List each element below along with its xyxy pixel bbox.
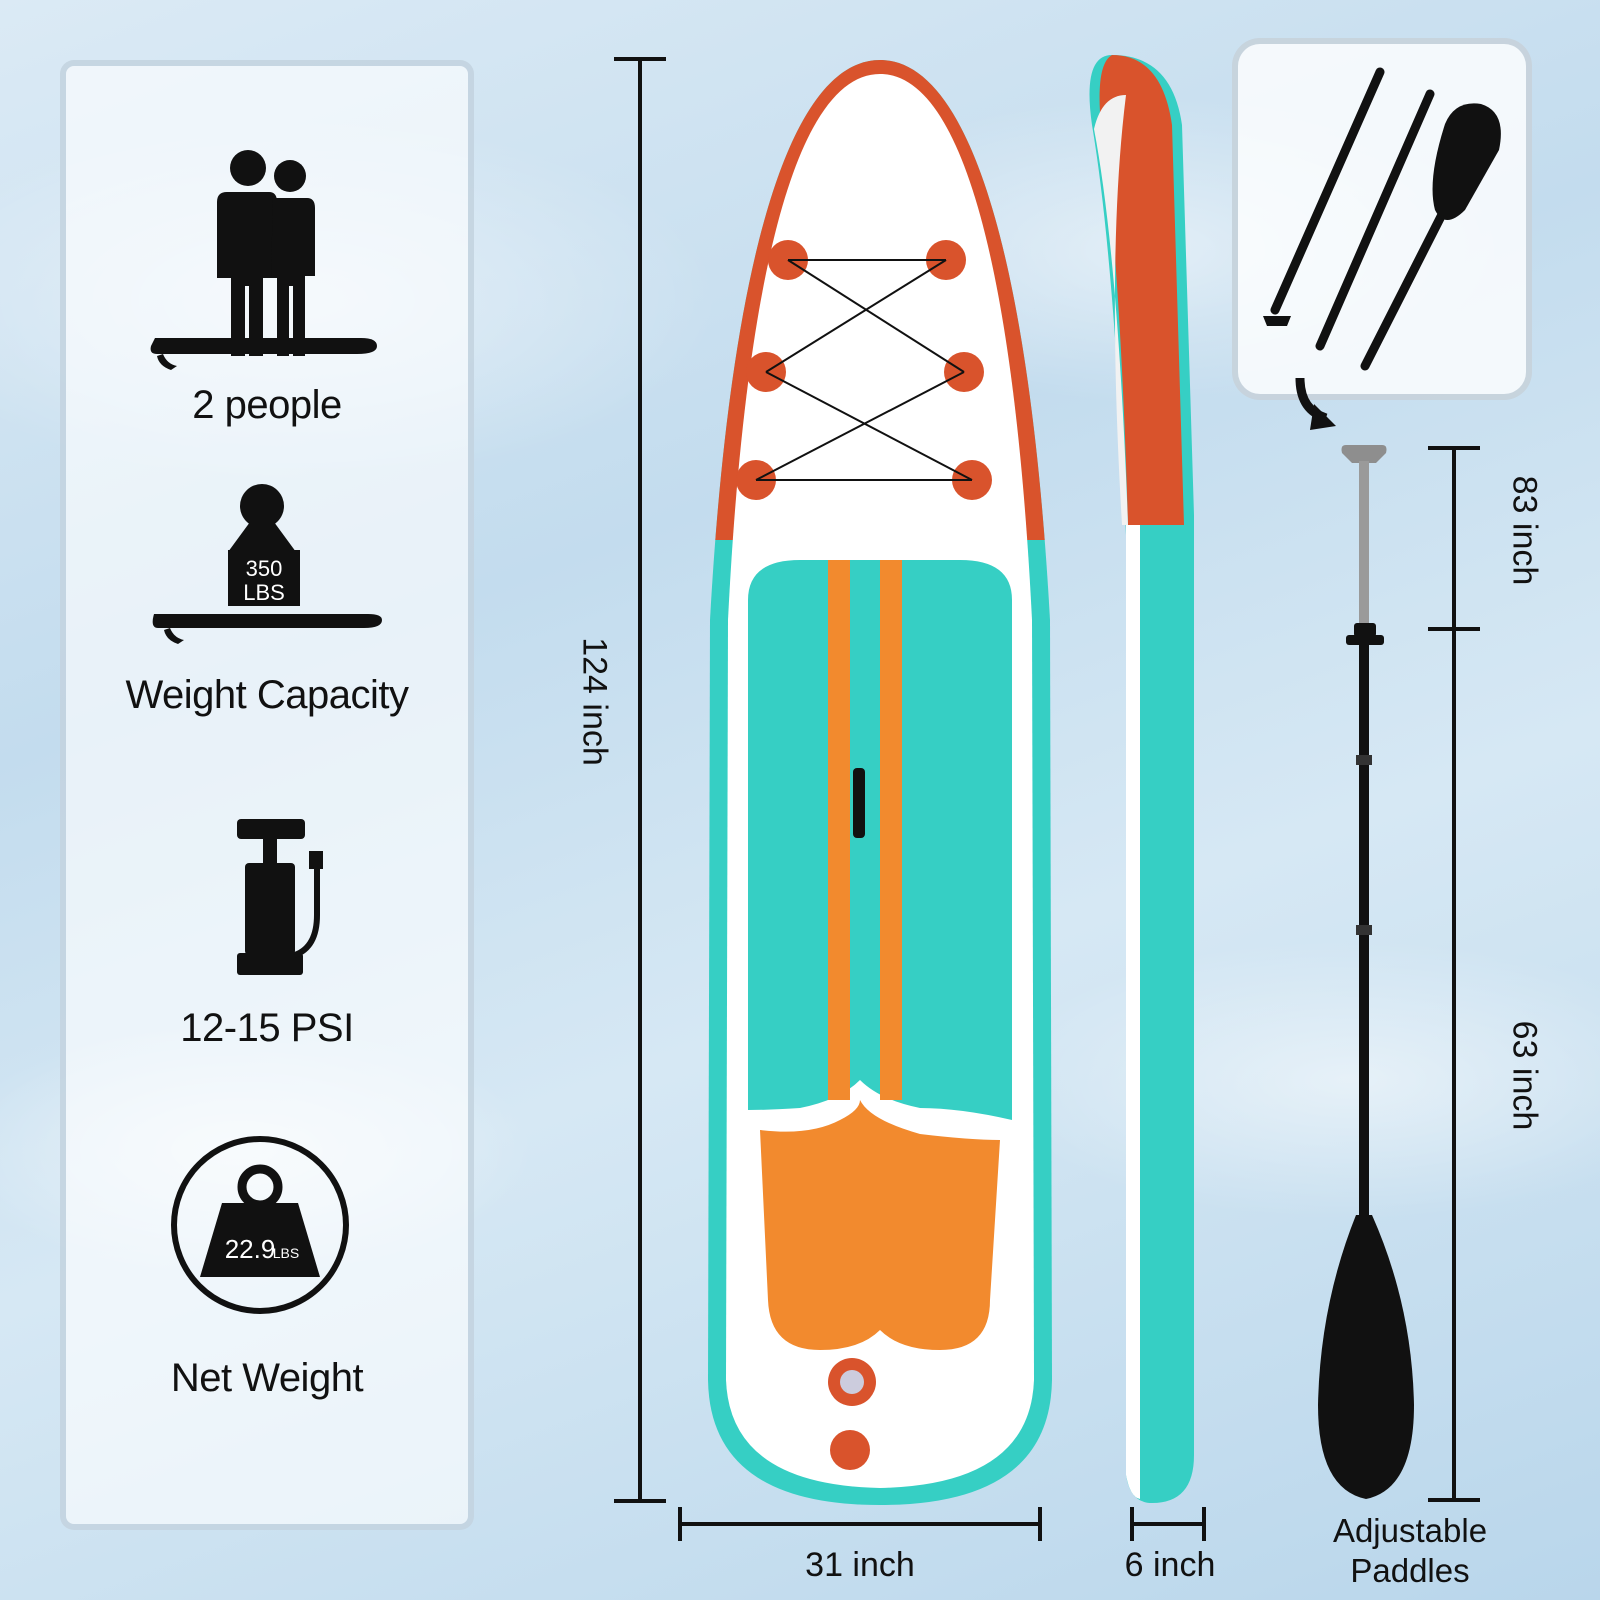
capacity-unit: LBS — [243, 580, 285, 605]
feature-label-people: 2 people — [192, 383, 342, 427]
feature-label-weight-capacity: Weight Capacity — [125, 673, 409, 717]
net-weight-number: 22.9 — [225, 1234, 276, 1264]
width-dimension-line — [678, 1507, 1042, 1541]
length-label: 124 inch — [575, 637, 614, 766]
paddle-upper-label: 83 inch — [1505, 475, 1544, 586]
sup-board-top-view — [708, 60, 1052, 1505]
feature-label-net-weight: Net Weight — [170, 1356, 364, 1400]
net-weight-icon: 22.9 LBS — [171, 1136, 349, 1314]
feature-label-psi: 12-15 PSI — [180, 1006, 354, 1050]
paddle-parts-icon — [1263, 67, 1501, 371]
length-dimension-line — [614, 57, 666, 1503]
two-people-icon — [150, 150, 377, 370]
thickness-dimension-line — [1130, 1507, 1206, 1541]
features-panel — [60, 60, 474, 1530]
weight-capacity-icon: 350 LBS — [152, 484, 382, 644]
paddle-dimension-line — [1428, 446, 1480, 1502]
width-label: 31 inch — [805, 1546, 915, 1584]
adjustable-paddle-icon — [1318, 445, 1414, 1499]
thickness-label: 6 inch — [1124, 1546, 1216, 1584]
paddle-lower-label: 63 inch — [1505, 1020, 1544, 1131]
sup-board-side-view — [1089, 55, 1194, 1503]
paddle-caption-line2: Paddles — [1350, 1552, 1470, 1589]
arrow-down-right-icon — [1295, 377, 1336, 430]
net-weight-unit: LBS — [273, 1245, 299, 1261]
capacity-number: 350 — [246, 556, 283, 581]
paddle-caption-line1: Adjustable — [1332, 1512, 1488, 1549]
pump-icon — [237, 819, 323, 975]
